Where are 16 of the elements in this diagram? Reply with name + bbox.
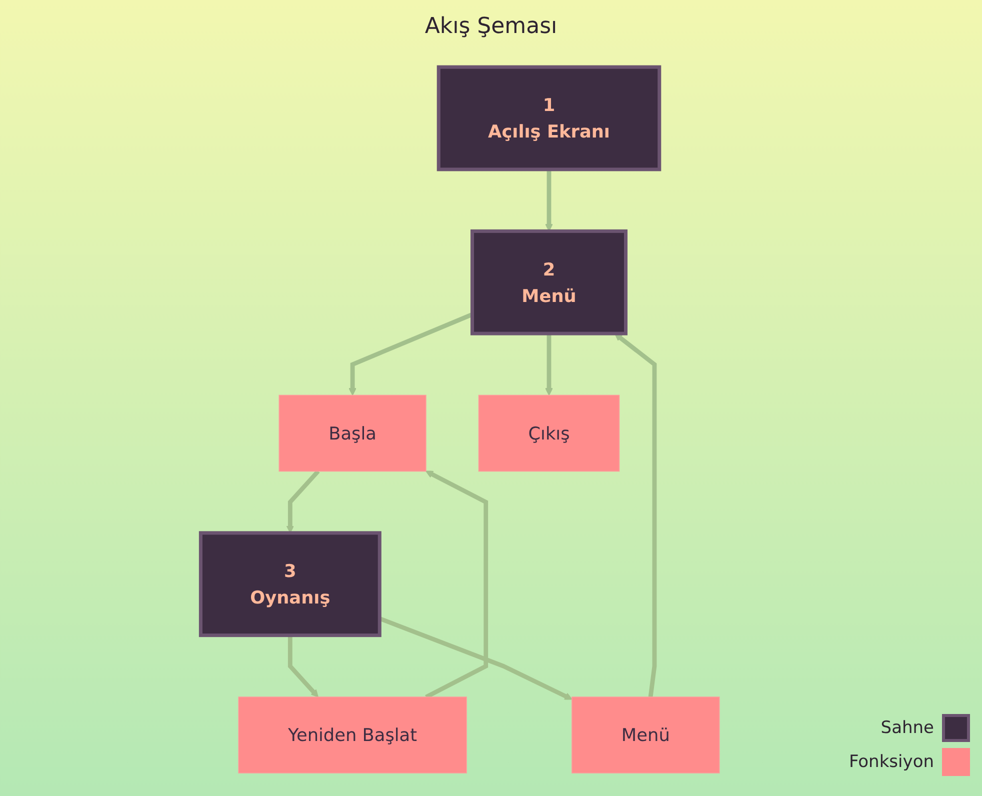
arrow [286,470,320,534]
node-box: 2 Menü [470,229,628,336]
diagram-title: Akış Şeması [424,14,558,39]
node-box: 1 Açılış Ekranı [436,65,662,172]
node-box: Yeniden Başlat [238,696,467,774]
arrow [288,635,318,698]
legend-label: Sahne [880,718,934,738]
arrow [425,470,488,700]
arrow [614,333,657,698]
node-box: Çıkış [478,394,620,472]
node-box: 3 Oynanış [198,531,382,638]
arrow [545,334,553,396]
node-box: Menü [572,696,720,774]
legend-label: Fonksiyon [848,752,934,772]
arrow [545,169,553,232]
node-box: Başla [278,394,426,472]
